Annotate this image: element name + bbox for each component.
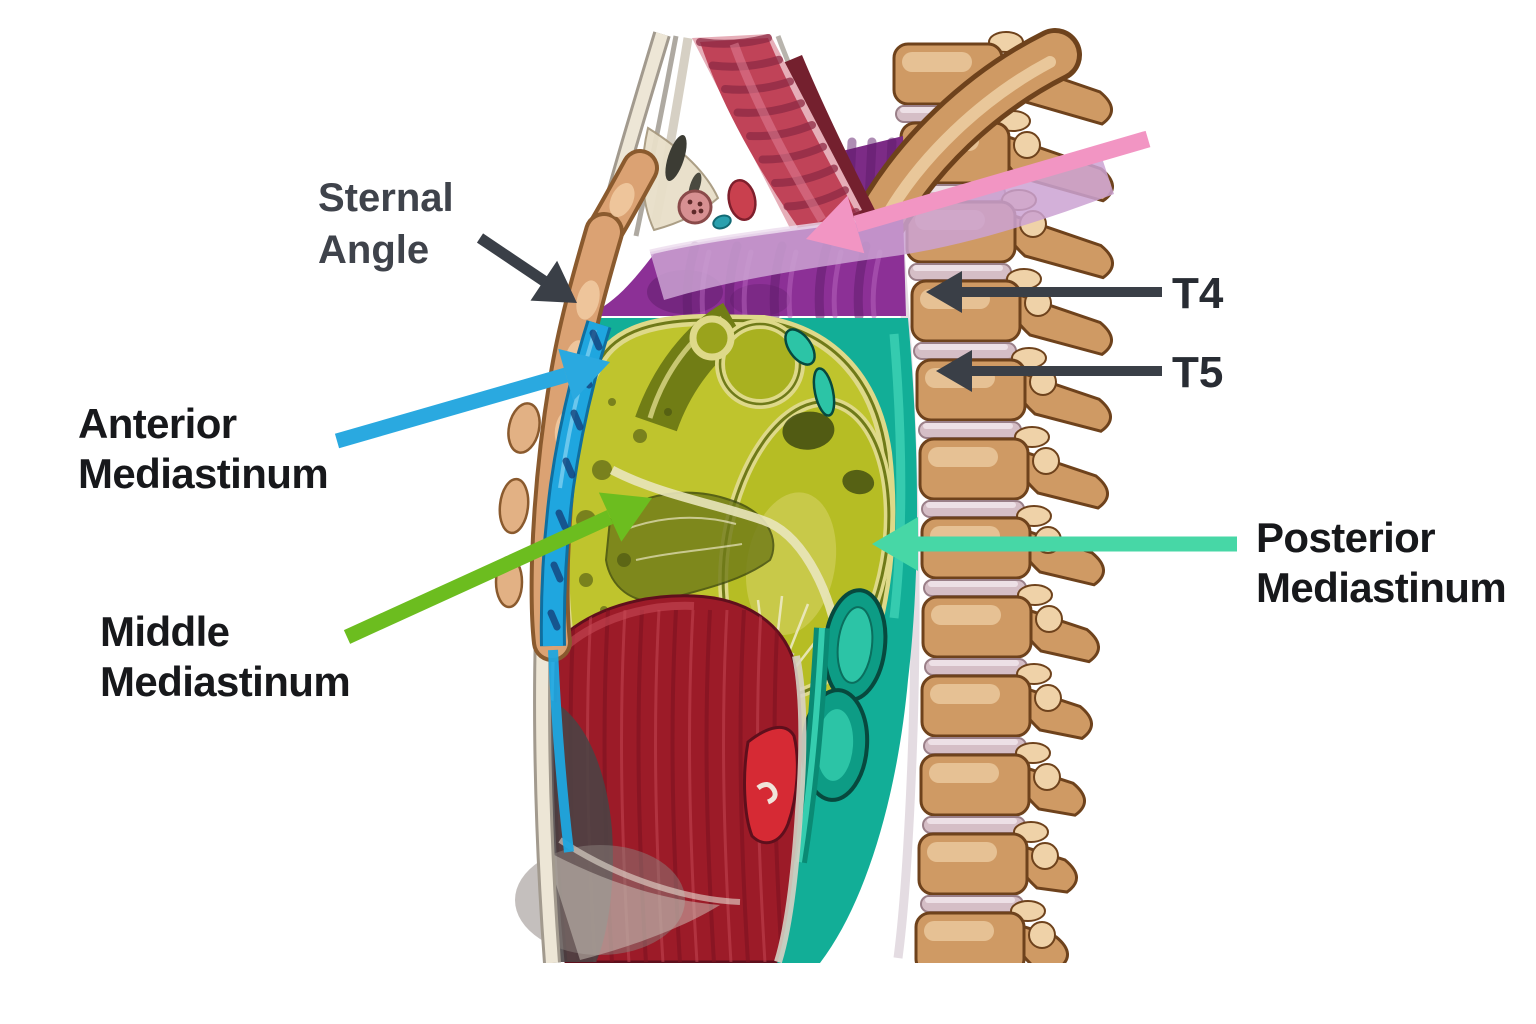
manubrium-area: [641, 126, 757, 232]
vessel-cross-section: [677, 189, 713, 225]
fascia-sheet: [545, 850, 720, 960]
vein-cross-section: [712, 214, 732, 230]
sternal-angle-line2: Angle: [318, 228, 430, 272]
chamber-divider-line: [609, 466, 843, 641]
superior-mediastinum-arrow: [806, 130, 1151, 254]
t5-label: T5: [1172, 348, 1224, 397]
diaphragm-muscle: [515, 594, 807, 963]
middle-line1: Middle: [100, 608, 230, 655]
posterior-line2: Mediastinum: [1256, 564, 1507, 611]
anterior-line1: Anterior: [78, 400, 237, 447]
anterior-mediastinum-label: Anterior Mediastinum: [78, 399, 329, 499]
first-rib: [845, 28, 1082, 262]
costal-cartilages: [494, 402, 541, 609]
trachea: [692, 34, 862, 236]
sternal-angle-line1: Sternal: [318, 176, 454, 220]
posterior-line1: Posterior: [1256, 514, 1436, 561]
t5-arrow: [936, 350, 1162, 392]
t4-arrow: [926, 271, 1162, 313]
annotation-arrows: [334, 130, 1237, 644]
anterior-mediastinum-arrow: [334, 348, 610, 449]
middle-line2: Mediastinum: [100, 658, 351, 705]
sternal-angle-arrow: [476, 233, 577, 303]
posterior-mediastinum-label: Posterior Mediastinum: [1256, 513, 1507, 613]
posterior-mediastinum-arrow: [872, 517, 1237, 571]
middle-mediastinum-label: Middle Mediastinum: [100, 607, 351, 707]
artery-cross-section: [727, 179, 757, 221]
t4-label: T4: [1172, 269, 1224, 318]
anterior-line2: Mediastinum: [78, 450, 329, 497]
posterior-structures: [784, 328, 906, 864]
middle-mediastinum-arrow: [343, 492, 652, 644]
sternal-angle-label: Sternal Angle: [318, 172, 454, 276]
